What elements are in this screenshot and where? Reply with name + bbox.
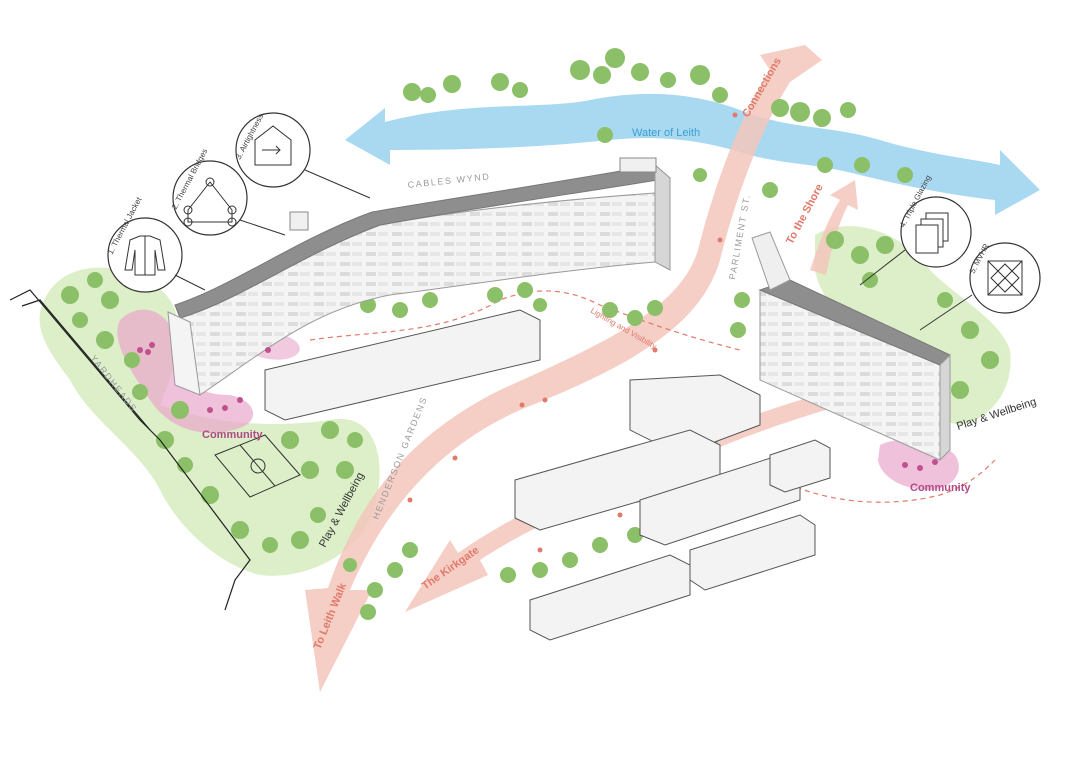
airtightness-icon xyxy=(254,125,292,166)
route-east-dashed xyxy=(779,459,996,503)
route-to-shore xyxy=(810,180,858,275)
thermal-bridge-icon xyxy=(183,177,237,227)
water-of-leith xyxy=(345,93,1040,215)
sports-pitch xyxy=(214,434,301,498)
triple-glazing-icon xyxy=(915,212,949,254)
block-b xyxy=(629,374,761,456)
label-community-right: Community xyxy=(910,482,971,494)
east-block-building xyxy=(751,231,951,462)
route-connections xyxy=(305,45,822,692)
roof-plant xyxy=(619,157,657,173)
community-zone-left xyxy=(117,309,254,433)
mvhr-icon xyxy=(987,260,1023,296)
surrounding-buildings xyxy=(264,309,831,641)
trees xyxy=(61,48,999,620)
callout-leaders xyxy=(174,169,973,331)
jacket-icon xyxy=(124,235,166,276)
label-community-left: Community xyxy=(202,429,263,441)
street-cables-wynd: CABLES WYND xyxy=(407,171,491,190)
block-a xyxy=(264,309,541,421)
main-slab-building xyxy=(167,157,672,396)
site-boundary xyxy=(9,289,251,611)
roof-stair xyxy=(289,211,309,231)
main-slab-end xyxy=(654,163,671,271)
callout-thermal-bridges xyxy=(172,160,248,236)
label-water-of-leith: Water of Leith xyxy=(632,127,700,139)
block-f xyxy=(529,554,691,641)
people-markers xyxy=(137,342,938,471)
block-g xyxy=(769,439,831,493)
walkers xyxy=(407,112,738,553)
main-slab-west-end xyxy=(167,311,201,396)
